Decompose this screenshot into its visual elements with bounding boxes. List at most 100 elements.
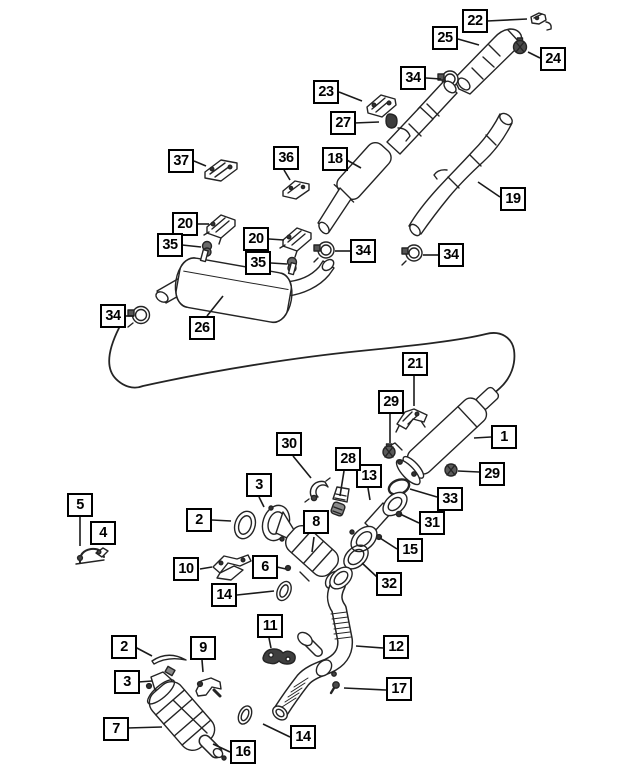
part-downpipe-12 (272, 566, 354, 721)
callout-3[interactable]: 3 (114, 670, 140, 694)
part-clamp-4-5 (75, 547, 109, 565)
callout-1[interactable]: 1 (491, 425, 517, 449)
leader-line-14 (236, 590, 275, 596)
part-hanger-bracket-22 (530, 12, 552, 31)
callout-2[interactable]: 2 (186, 508, 212, 532)
callout-35[interactable]: 35 (245, 251, 271, 275)
callout-34[interactable]: 34 (400, 66, 426, 90)
callout-24[interactable]: 24 (540, 47, 566, 71)
leader-line-35 (181, 244, 202, 248)
callout-33[interactable]: 33 (437, 487, 463, 511)
callout-14[interactable]: 14 (290, 725, 316, 749)
leader-line-36 (283, 169, 291, 181)
callout-32[interactable]: 32 (376, 572, 402, 596)
leader-line-17 (343, 687, 387, 691)
callout-34[interactable]: 34 (438, 243, 464, 267)
leader-line-7 (126, 726, 163, 729)
part-gasket-2a (233, 510, 257, 540)
callout-14[interactable]: 14 (211, 583, 237, 607)
callout-11[interactable]: 11 (257, 614, 283, 638)
callout-35[interactable]: 35 (157, 233, 183, 257)
callout-36[interactable]: 36 (273, 146, 299, 170)
callout-34[interactable]: 34 (350, 239, 376, 263)
leader-line-31 (399, 513, 420, 524)
part-clamp-34b (313, 241, 335, 263)
callout-9[interactable]: 9 (190, 636, 216, 660)
leader-line-28 (339, 470, 345, 497)
callout-5[interactable]: 5 (67, 493, 93, 517)
part-tailpipe (453, 28, 523, 95)
part-clamp-34d (127, 305, 151, 328)
callout-29[interactable]: 29 (479, 462, 505, 486)
callout-34[interactable]: 34 (100, 304, 126, 328)
leader-line-23 (338, 91, 363, 102)
leader-line-9 (201, 659, 204, 673)
callout-4[interactable]: 4 (90, 521, 116, 545)
part-bracket-20a (203, 214, 236, 245)
part-bracket-36 (282, 180, 310, 200)
part-isolator-24 (512, 37, 528, 55)
callout-6[interactable]: 6 (252, 555, 278, 579)
part-bracket-10 (212, 554, 252, 581)
part-nut-29b (444, 463, 458, 477)
callout-26[interactable]: 26 (189, 316, 215, 340)
callout-17[interactable]: 17 (386, 677, 412, 701)
callout-29[interactable]: 29 (378, 390, 404, 414)
leader-line-11 (268, 637, 272, 649)
callout-18[interactable]: 18 (322, 147, 348, 171)
leader-line-6 (276, 566, 287, 570)
leader-line-15 (379, 537, 398, 550)
leader-line-13 (367, 487, 371, 501)
callout-21[interactable]: 21 (402, 352, 428, 376)
leader-line-12 (355, 645, 384, 649)
callout-27[interactable]: 27 (330, 111, 356, 135)
callout-7[interactable]: 7 (103, 717, 129, 741)
part-bracket-21 (395, 408, 428, 433)
callout-15[interactable]: 15 (397, 538, 423, 562)
leader-line-16 (212, 743, 231, 753)
part-hanger-11 (262, 648, 296, 665)
leader-line-2 (211, 519, 232, 522)
part-clamp-34c (401, 244, 423, 266)
callout-2[interactable]: 2 (111, 635, 137, 659)
callout-3[interactable]: 3 (246, 473, 272, 497)
part-catalytic-converter-7 (145, 665, 227, 761)
part-bracket-23 (366, 94, 397, 118)
part-bracket-28 (330, 486, 350, 517)
leader-line-33 (409, 488, 438, 498)
callout-12[interactable]: 12 (383, 635, 409, 659)
callout-8[interactable]: 8 (303, 510, 329, 534)
leader-line-2 (134, 646, 153, 657)
callout-10[interactable]: 10 (173, 557, 199, 581)
callout-19[interactable]: 19 (500, 187, 526, 211)
callout-13[interactable]: 13 (356, 464, 382, 488)
leader-line-22 (486, 18, 528, 22)
leader-line-24 (527, 51, 541, 59)
part-clip-27 (385, 113, 398, 129)
part-gasket-14b (237, 705, 253, 725)
callout-30[interactable]: 30 (276, 432, 302, 456)
leader-line-3 (137, 680, 153, 683)
part-nut-29a (382, 443, 396, 459)
part-resonator-pipe-1 (390, 386, 500, 486)
callout-22[interactable]: 22 (462, 9, 488, 33)
callout-23[interactable]: 23 (313, 80, 339, 104)
leader-line-32 (361, 562, 378, 578)
part-bracket-20b (279, 227, 312, 258)
part-underbody-pipe (108, 327, 516, 397)
leader-line-25 (457, 38, 480, 46)
callout-16[interactable]: 16 (230, 740, 256, 764)
callout-28[interactable]: 28 (335, 447, 361, 471)
callout-31[interactable]: 31 (419, 511, 445, 535)
part-gasket-14a (276, 580, 292, 602)
callout-37[interactable]: 37 (168, 149, 194, 173)
callout-20[interactable]: 20 (172, 212, 198, 236)
leader-line-27 (353, 121, 380, 124)
callout-25[interactable]: 25 (432, 26, 458, 50)
leader-line-14 (262, 723, 291, 738)
leader-line-8 (311, 536, 315, 553)
leader-line-20 (268, 238, 285, 241)
callout-20[interactable]: 20 (243, 227, 269, 251)
